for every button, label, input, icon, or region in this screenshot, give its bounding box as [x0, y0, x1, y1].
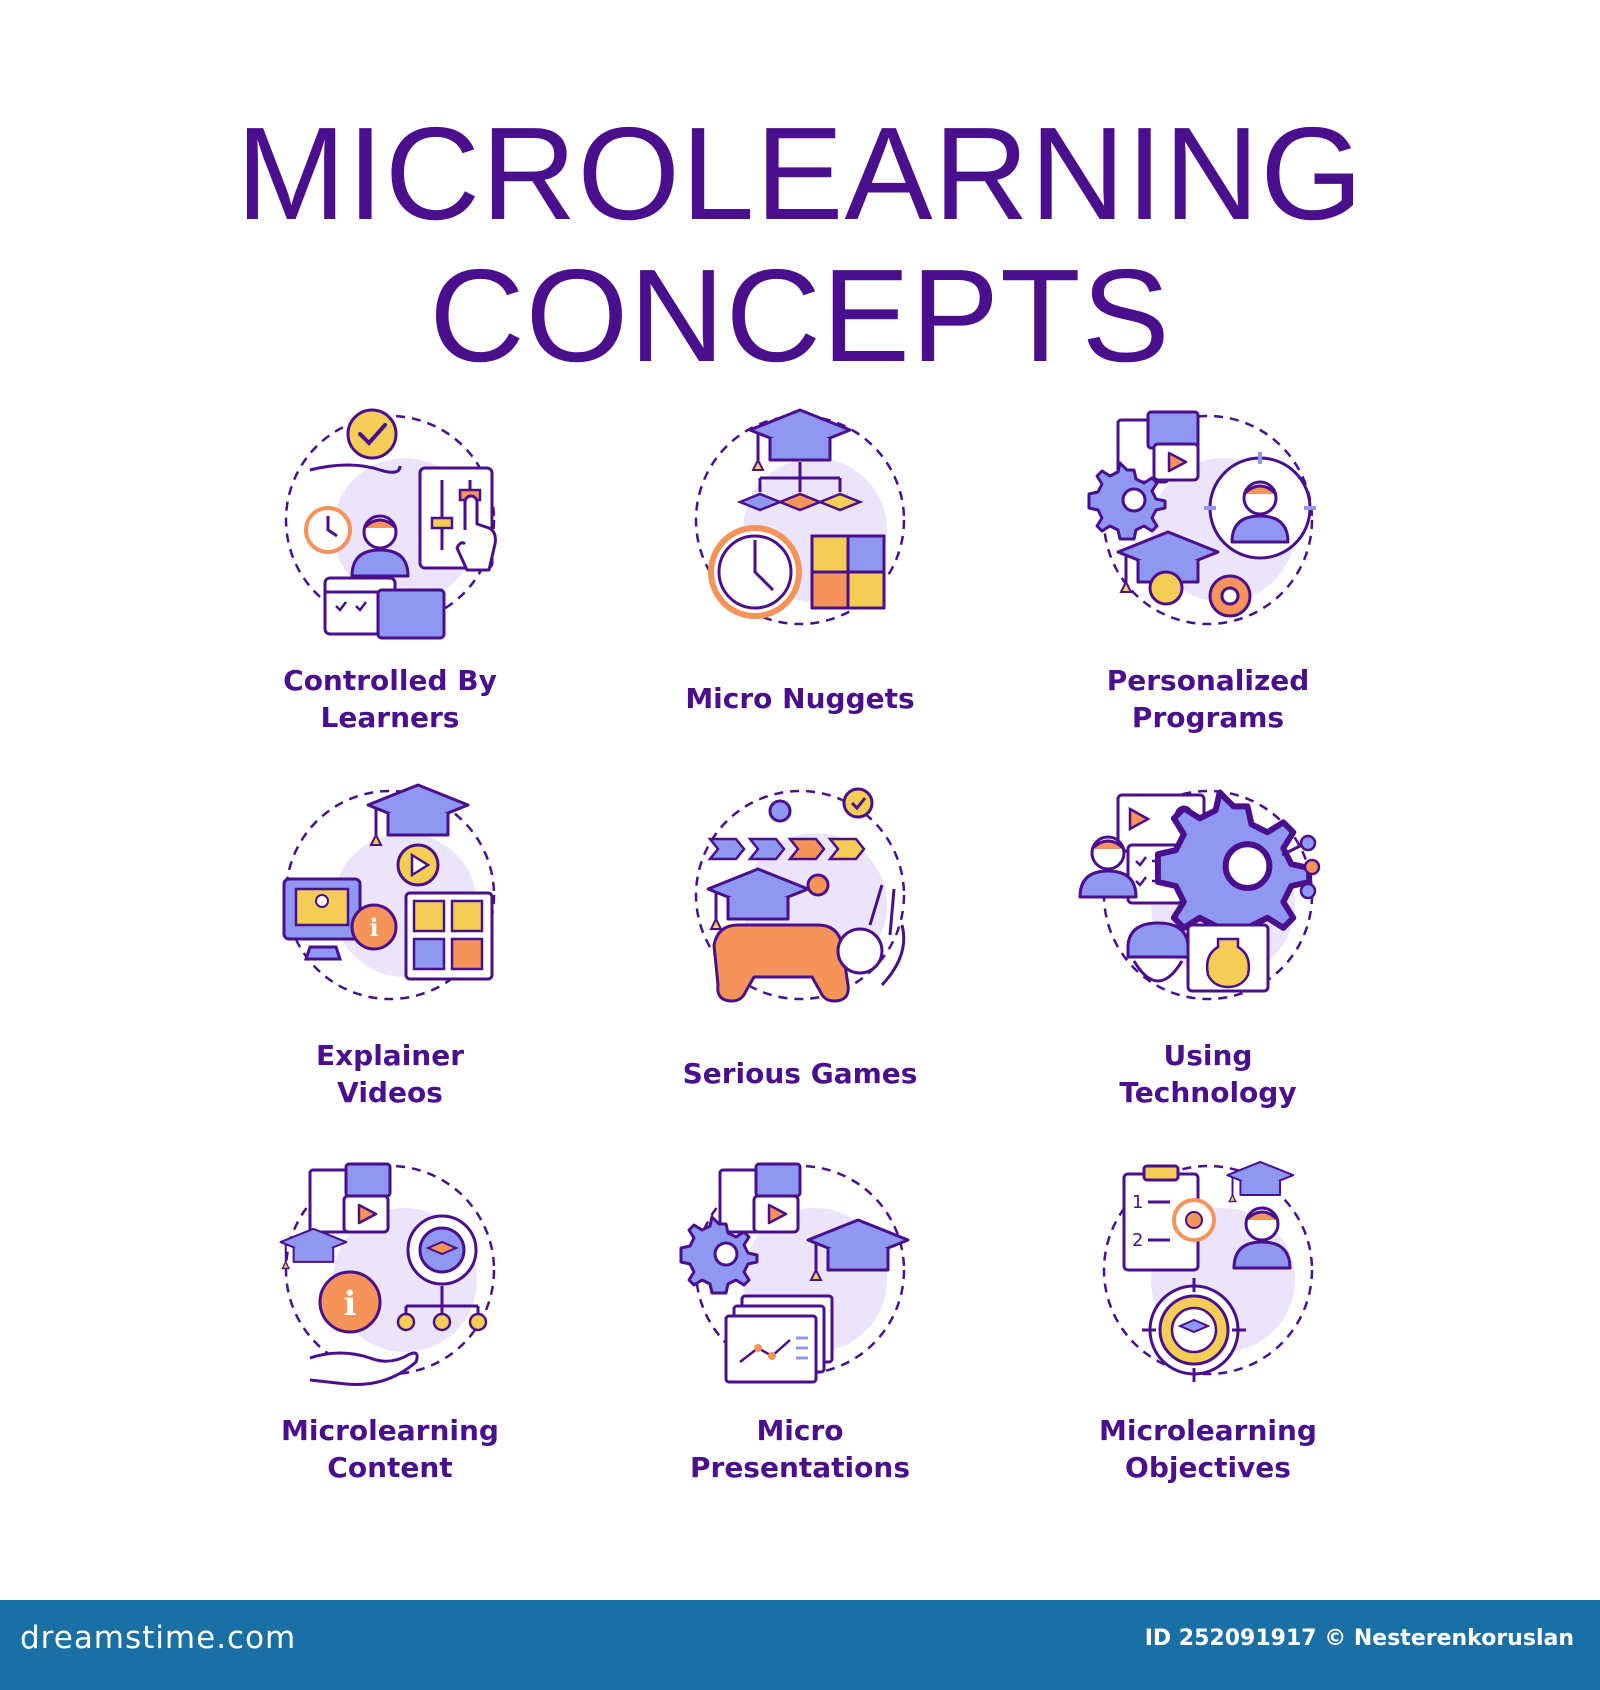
concept-label: Using Technology [998, 1037, 1418, 1111]
using-technology-icon [1078, 775, 1321, 1001]
concept-label-line-1: Micro Nuggets [685, 682, 915, 715]
concept-label-line-2: Objectives [1125, 1451, 1291, 1484]
learner-control-icon [284, 408, 497, 640]
concept-label: Micro Presentations [590, 1412, 1010, 1486]
concept-label-line-1: Micro [756, 1414, 844, 1447]
concept-label-line-1: Microlearning [281, 1414, 499, 1447]
svg-text:i: i [369, 913, 378, 942]
footer-bar: dreamstime.com ID 252091917 © Nesterenko… [0, 1600, 1600, 1690]
concept-label: Personalized Programs [998, 662, 1418, 736]
concept-label-line-2: Presentations [689, 1451, 910, 1484]
concept-label: Explainer Videos [180, 1037, 600, 1111]
concept-label: Microlearning Objectives [998, 1412, 1418, 1486]
concept-label-line-2: Videos [337, 1076, 443, 1109]
brand-logo[interactable]: dreamstime.com [20, 1620, 297, 1656]
micro-nuggets-icon [694, 408, 906, 626]
concept-label-line-2: Technology [1119, 1076, 1297, 1109]
concept-label-line-2: Programs [1131, 701, 1285, 734]
concept-label-line-1: Microlearning [1099, 1414, 1317, 1447]
title-line-2: CONCEPTS [429, 242, 1171, 389]
personalized-programs-icon [1087, 410, 1316, 626]
svg-text:i: i [344, 1284, 357, 1324]
concept-label-line-1: Using [1163, 1039, 1253, 1072]
concept-label-line-1: Controlled By [283, 664, 497, 697]
concept-label-line-1: Serious Games [682, 1057, 918, 1090]
image-credit: ID 252091917 © Nesterenkoruslan [1144, 1626, 1574, 1651]
svg-text:2: 2 [1132, 1230, 1143, 1251]
microlearning-content-icon: i [279, 1162, 496, 1387]
title-line-1: MICROLEARNING [236, 100, 1364, 247]
micro-presentations-icon [679, 1162, 910, 1384]
concept-label-line-2: Learners [320, 701, 460, 734]
concept-label-line-1: Explainer [315, 1039, 465, 1072]
serious-games-icon [694, 787, 906, 1003]
concept-label: Micro Nuggets [590, 680, 1010, 717]
concept-label: Serious Games [590, 1055, 1010, 1092]
explainer-videos-icon: i [282, 783, 496, 1001]
svg-text:1: 1 [1132, 1192, 1143, 1213]
concept-label: Controlled By Learners [180, 662, 600, 736]
microlearning-objectives-icon: 1 2 [1102, 1160, 1314, 1382]
concept-label-line-2: Content [327, 1451, 453, 1484]
concept-label-line-1: Personalized [1106, 664, 1310, 697]
concept-label: Microlearning Content [180, 1412, 600, 1486]
